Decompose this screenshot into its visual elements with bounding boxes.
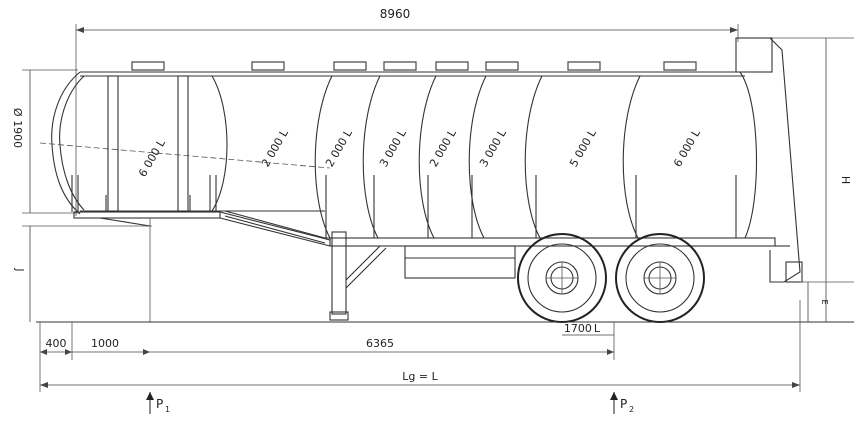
load-p1: P 1 <box>146 392 170 414</box>
overall-length-label: 8960 <box>380 7 411 21</box>
load-p2: P 2 <box>610 392 634 414</box>
compartment-8-label: 6 000 L <box>671 126 703 169</box>
load-p2-sub: 2 <box>629 405 634 414</box>
compartment-1-label: 6 000 L <box>136 136 168 179</box>
height-dimension: H <box>772 37 854 322</box>
chassis-frame <box>329 237 776 279</box>
kingpin-offset-label: 1000 <box>91 337 119 350</box>
total-length-label: Lg = L <box>402 370 438 383</box>
manholes <box>131 61 697 71</box>
compartment-4-label: 3 000 L <box>377 126 409 169</box>
front-frame-posts <box>71 75 217 212</box>
compartment-5-label: 2 000 L <box>427 126 459 169</box>
compartment-6-label: 3 000 L <box>477 126 509 169</box>
height-label: H <box>839 176 852 184</box>
wheelbase-label: 6365 <box>366 337 394 350</box>
front-overhang-label: 400 <box>46 337 67 350</box>
rear-structure <box>735 37 803 283</box>
compartment-7-label: 5 000 L <box>567 126 599 169</box>
tank-body <box>39 71 758 244</box>
wheel-front <box>517 233 607 323</box>
rear-height-label: E <box>820 299 829 304</box>
wheel-rear <box>615 233 705 323</box>
load-p1-letter: P <box>156 397 163 411</box>
coupling-height-label: J <box>13 267 26 271</box>
coupling-height-dimension: J <box>13 225 152 322</box>
load-p1-sub: 1 <box>165 405 170 414</box>
rear-height-dimension: E <box>800 281 854 322</box>
front-platform <box>73 211 331 322</box>
landing-gear <box>329 231 387 321</box>
tank-diameter-dimension: Ø 1900 <box>11 69 78 214</box>
load-p2-letter: P <box>620 397 627 411</box>
tank-diameter-label: Ø 1900 <box>11 108 24 148</box>
overall-length-dimension: 8960 <box>75 7 739 216</box>
compartment-3-label: 2 000 L <box>323 126 355 169</box>
compartment-valves <box>325 175 737 238</box>
